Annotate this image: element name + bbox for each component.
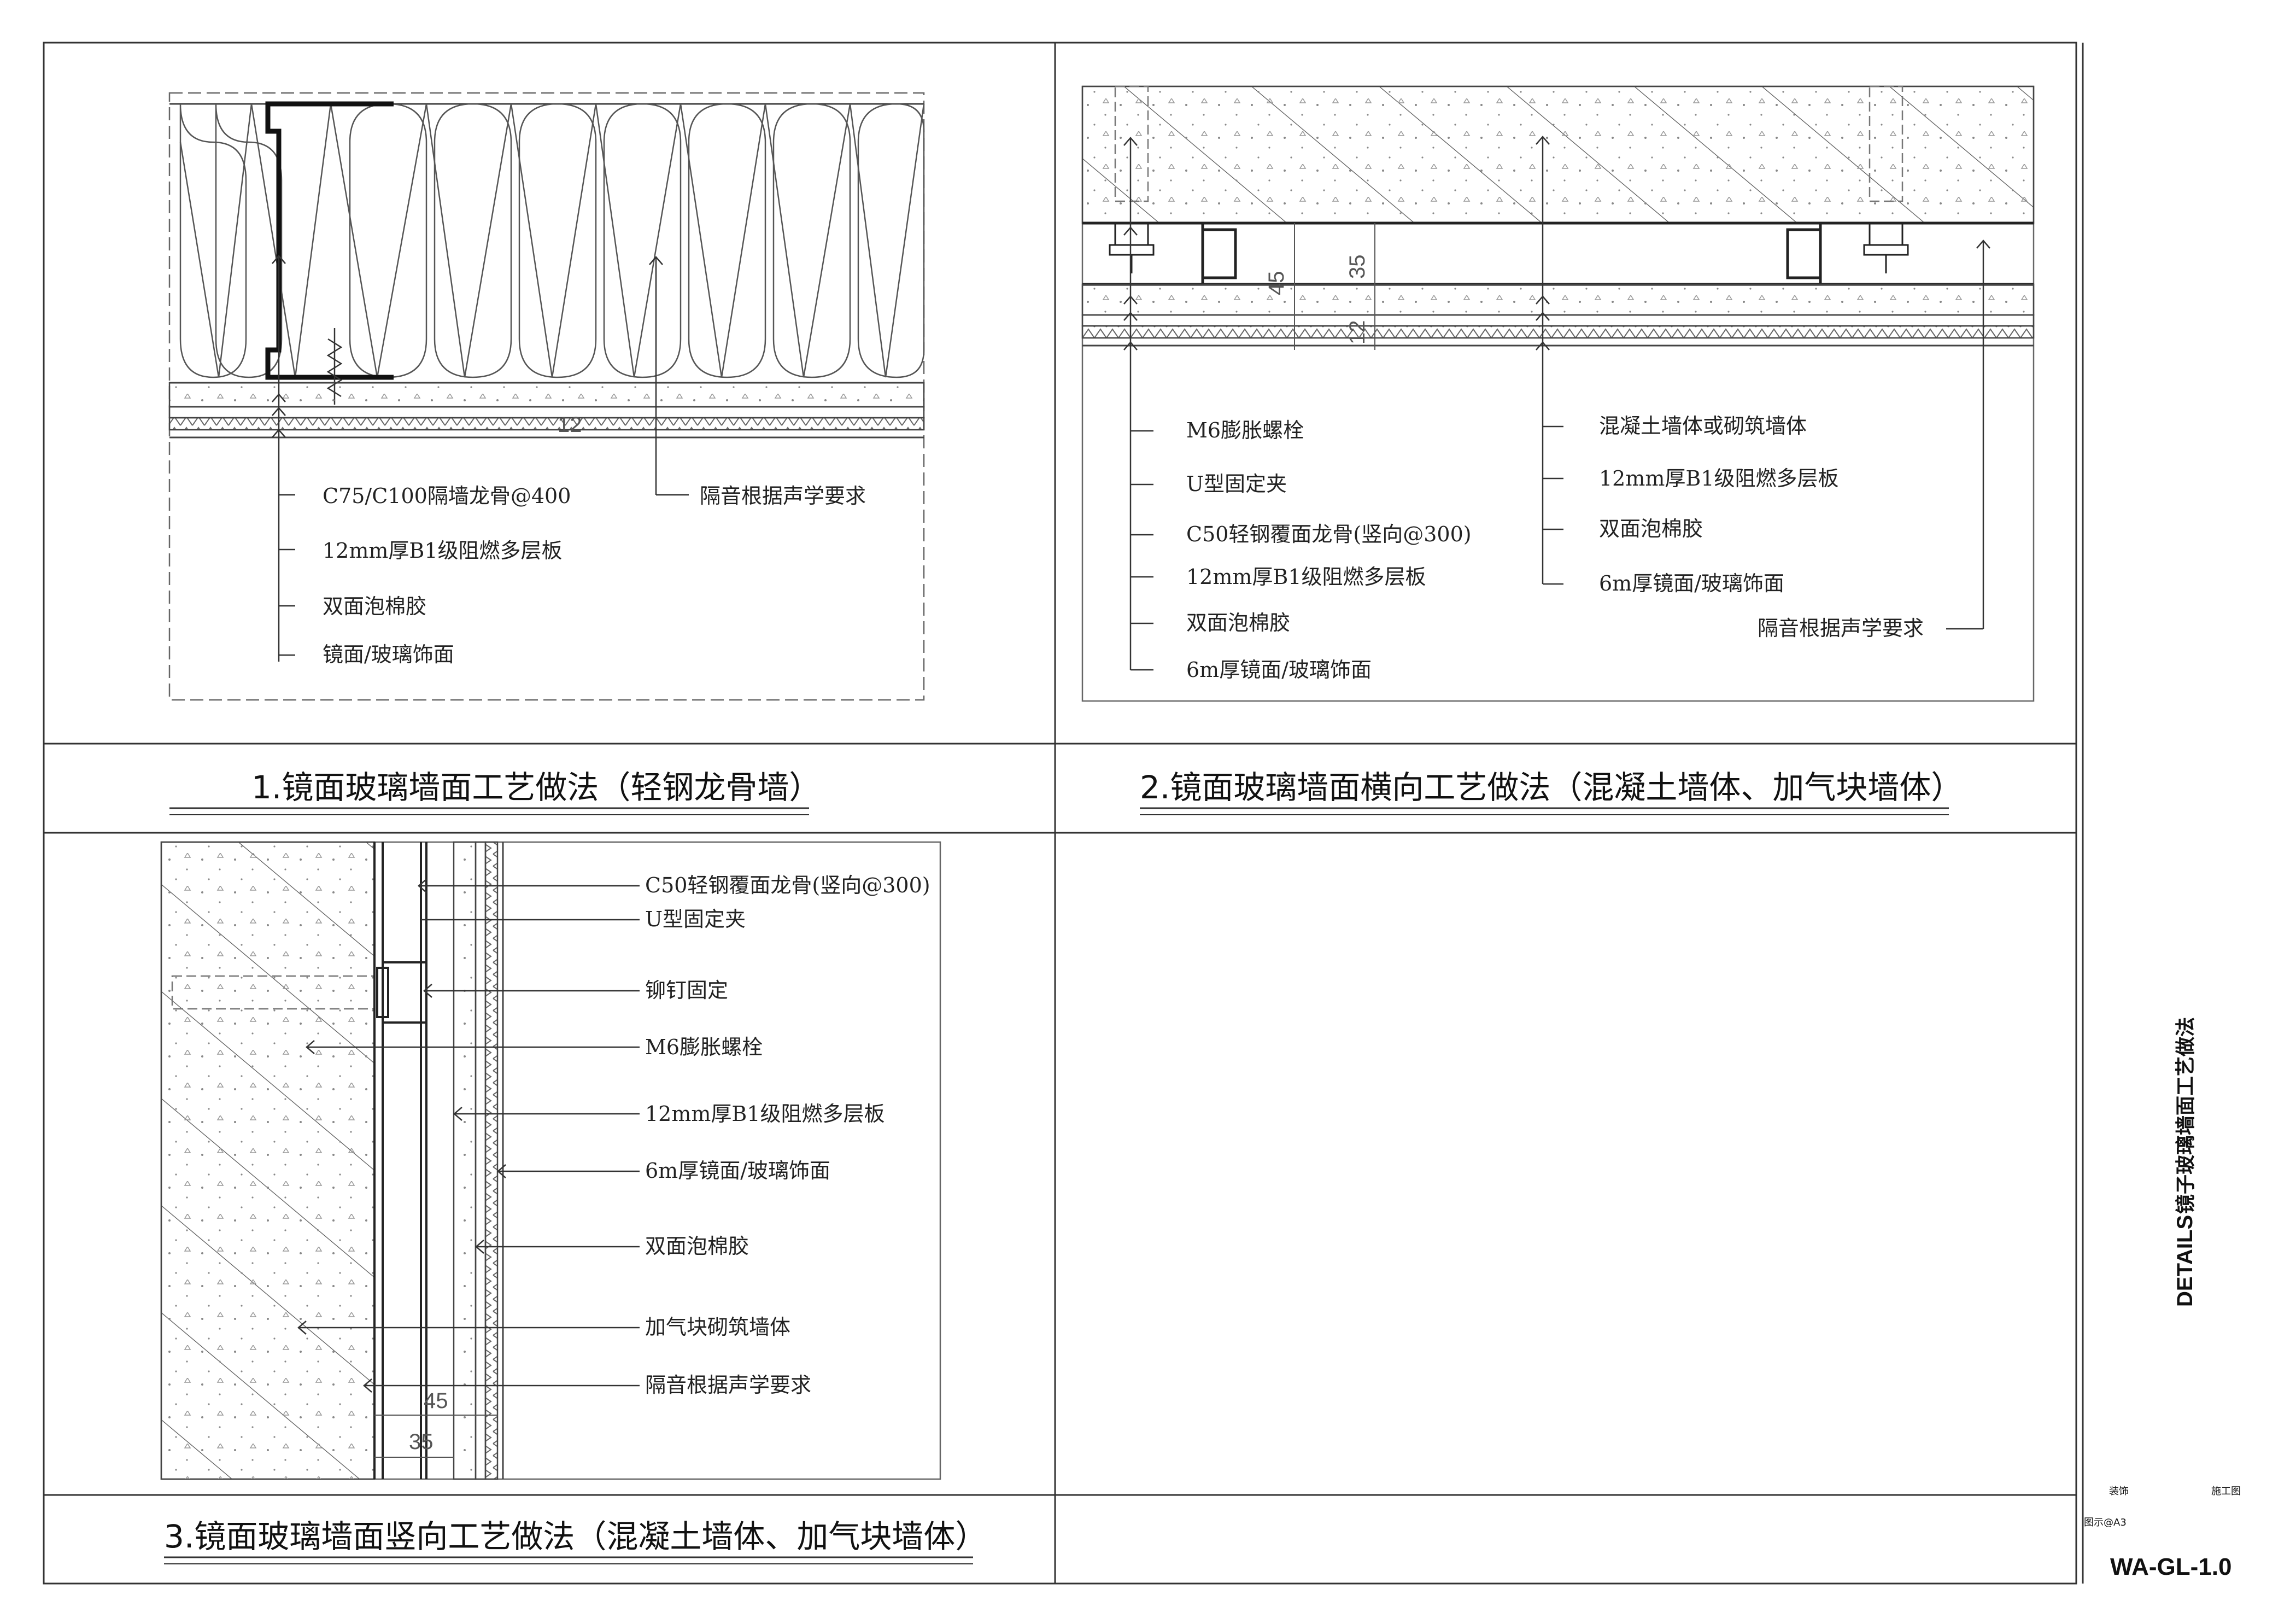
detail-2-label: 12mm厚B1级阻燃多层板 (1599, 466, 1839, 490)
detail-2-channel (1082, 221, 2034, 286)
detail-3-label: 双面泡棉胶 (645, 1234, 749, 1258)
sheet-frame (43, 42, 2077, 1585)
detail-2-label: M6膨胀螺栓 (1186, 418, 1304, 442)
detail-1-caption: 1.镜面玻璃墙面工艺做法（轻钢龙骨墙） (251, 769, 821, 806)
detail-1-label: 镜面/玻璃饰面 (323, 642, 454, 667)
detail-1-insulation (179, 103, 925, 378)
detail-3-label: C50轻钢覆面龙骨(竖向@300) (645, 873, 930, 897)
title-en: DETAILS (2173, 1215, 2197, 1307)
detail-2-dim: 35 (1345, 255, 1369, 279)
discipline: 装饰 (2109, 1486, 2129, 1497)
detail-2-label: C50轻钢覆面龙骨(竖向@300) (1186, 522, 1472, 546)
detail-3-caption: 3.镜面玻璃墙面竖向工艺做法（混凝土墙体、加气块墙体） (164, 1518, 987, 1555)
detail-2-label: 双面泡棉胶 (1599, 517, 1703, 541)
detail-2-dim: 45 (1264, 271, 1288, 296)
detail-1-label: C75/C100隔墙龙骨@400 (323, 484, 571, 508)
detail-2-drawing: 45 35 12 (1081, 85, 2035, 702)
detail-2-label: 隔音根据声学要求 (1758, 616, 1924, 640)
detail-2-label: 12mm厚B1级阻燃多层板 (1186, 565, 1426, 589)
detail-1-label: 隔音根据声学要求 (700, 484, 866, 508)
detail-3-label: 加气块砌筑墙体 (645, 1315, 790, 1339)
title-block: DETAILS 镜子玻璃墙面工艺做法 装饰 施工图 图示@A3 WA-GL-1.… (2082, 43, 2241, 1584)
detail-3-label: M6膨胀螺栓 (645, 1035, 763, 1059)
detail-3-label: U型固定夹 (645, 907, 746, 931)
detail-1-label: 双面泡棉胶 (323, 594, 426, 618)
detail-2-label: U型固定夹 (1186, 472, 1287, 496)
detail-3-label: 12mm厚B1级阻燃多层板 (645, 1102, 885, 1126)
stage: 施工图 (2211, 1486, 2241, 1497)
drawing-number: WA-GL-1.0 (2110, 1553, 2231, 1580)
detail-2-label: 6m厚镜面/玻璃饰面 (1186, 658, 1372, 682)
detail-3-dim: 45 (424, 1389, 448, 1413)
detail-1-stud (265, 101, 394, 380)
detail-2-dim: 12 (1345, 320, 1369, 345)
detail-3-stud (373, 842, 427, 1479)
detail-2-label: 6m厚镜面/玻璃饰面 (1599, 571, 1784, 595)
title-cn: 镜子玻璃墙面工艺做法 (2175, 1017, 2197, 1214)
detail-2-label: 双面泡棉胶 (1186, 611, 1290, 635)
scale: 图示@A3 (2084, 1517, 2127, 1528)
detail-2-bolt (1109, 222, 1909, 273)
detail-2-caption: 2.镜面玻璃墙面横向工艺做法（混凝土墙体、加气块墙体） (1140, 769, 1963, 806)
detail-1-label: 12mm厚B1级阻燃多层板 (323, 539, 563, 563)
detail-3-label: 铆钉固定 (645, 978, 728, 1002)
detail-2-label: 混凝土墙体或砌筑墙体 (1599, 414, 1807, 438)
detail-1-dim: 12 (558, 413, 582, 437)
detail-3-label: 6m厚镜面/玻璃饰面 (645, 1159, 830, 1183)
detail-3-dim: 35 (409, 1430, 434, 1454)
detail-3-label: 隔音根据声学要求 (645, 1373, 811, 1397)
detail-3-drawing: 45 35 C50轻钢覆面龙骨(竖向@300) U型固定夹 铆钉固定 M6膨胀螺… (160, 841, 941, 1480)
detail-1-drawing: 12 C75/C100隔墙龙骨@400 12mm厚B1级阻燃多层板 双面泡棉胶 … (168, 92, 925, 701)
